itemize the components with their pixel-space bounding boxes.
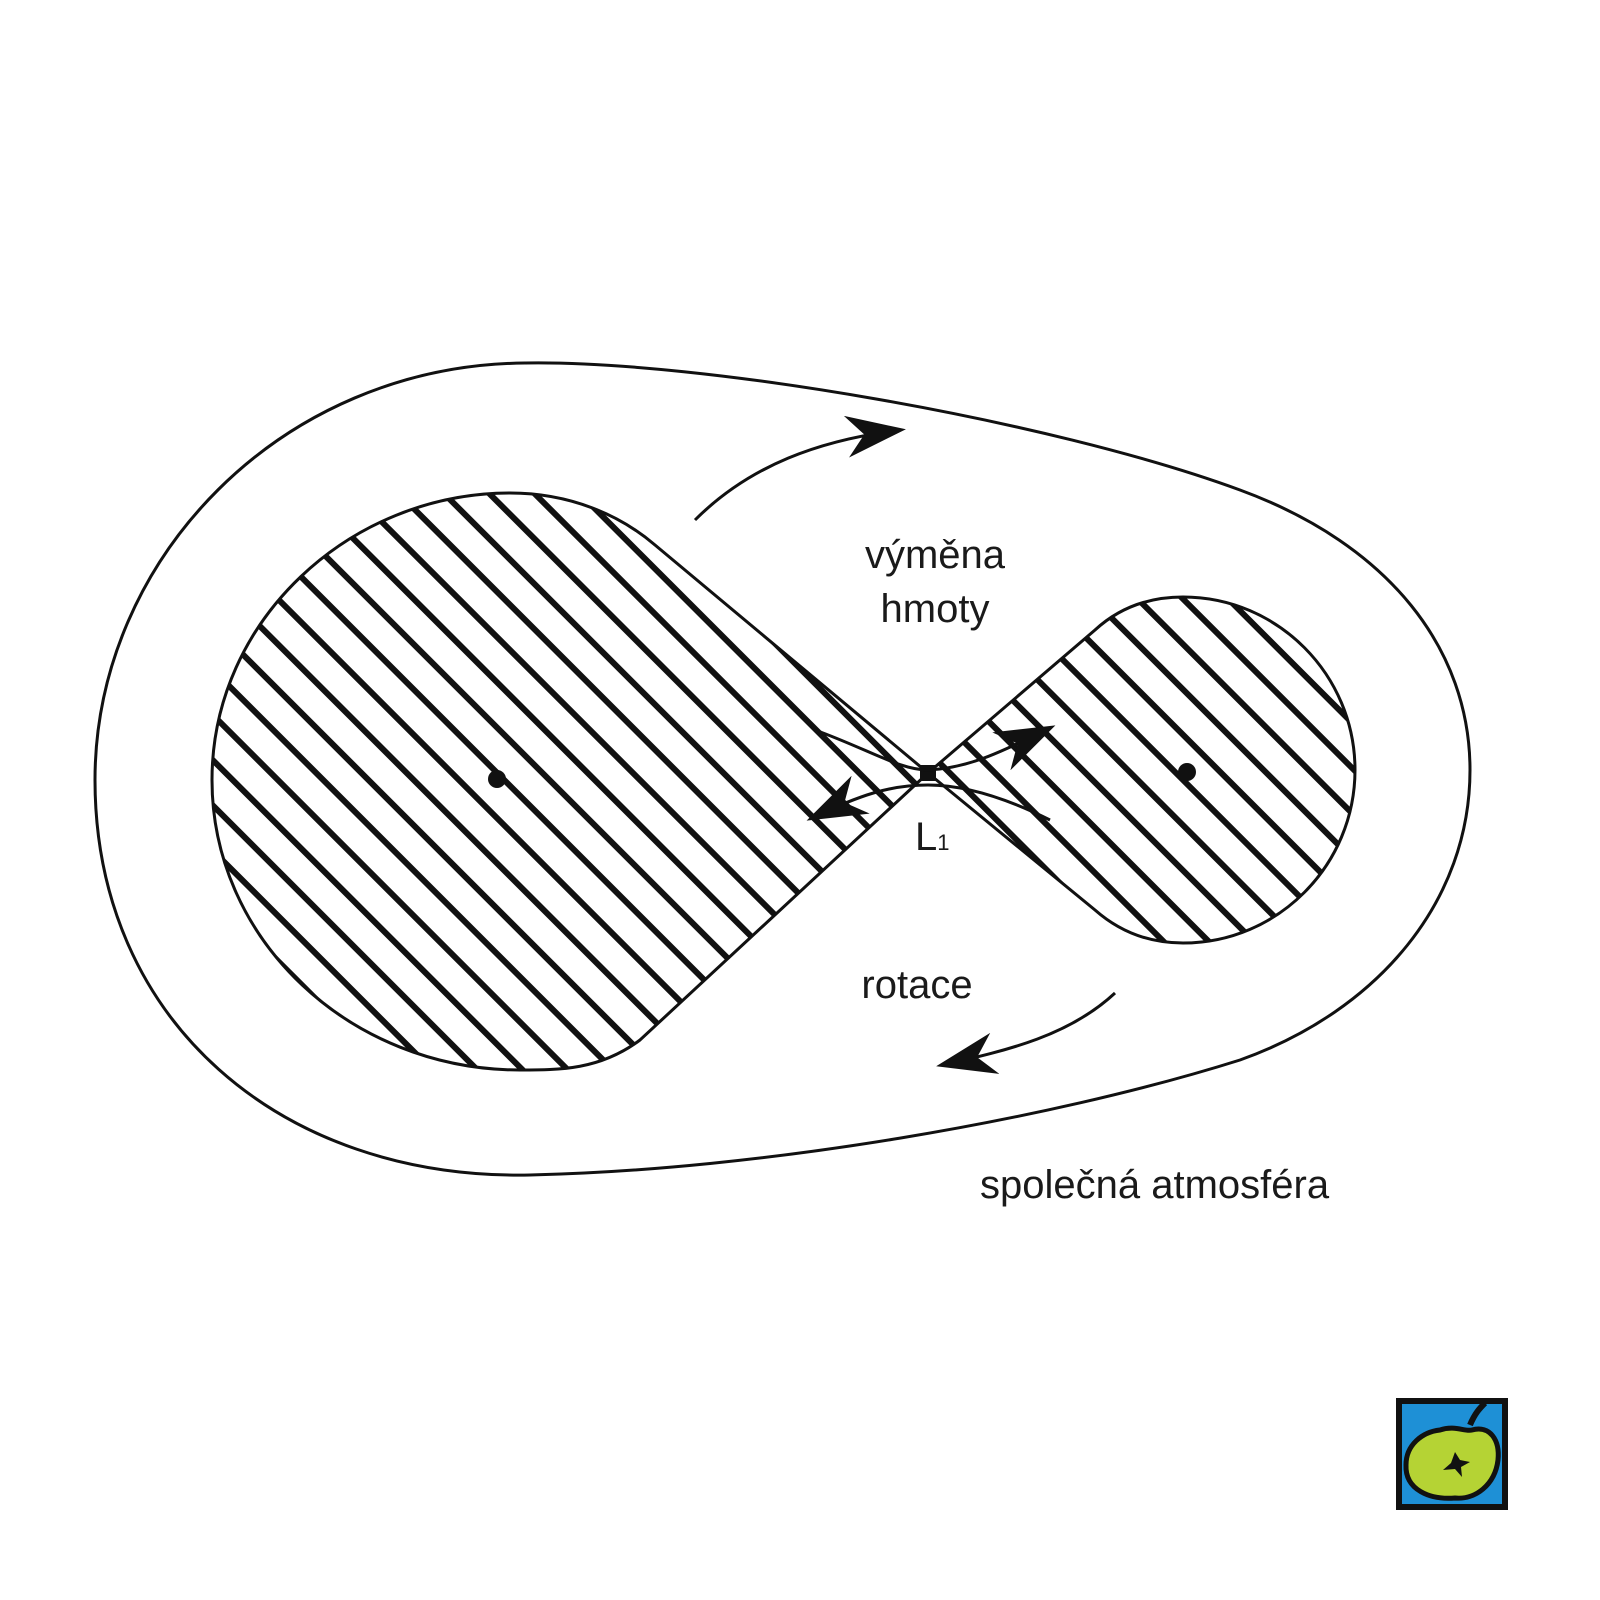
- lagrange-point-marker: [920, 765, 936, 781]
- rotation-label: rotace: [861, 963, 972, 1007]
- common-atmosphere-outline: [93, 361, 1472, 1177]
- primary-star-lobe: [210, 491, 931, 1072]
- primary-center-dot: [488, 770, 506, 788]
- rotation-arrow-top-icon: [693, 415, 906, 522]
- mass-exchange-label-line2: hmoty: [881, 587, 990, 631]
- common-atmosphere-label: společná atmosféra: [980, 1163, 1330, 1207]
- rotation-arrow-bottom-icon: [936, 991, 1117, 1074]
- secondary-center-dot: [1178, 763, 1196, 781]
- lagrange-point-label: L1: [915, 815, 950, 859]
- mass-flow-arrow-left-icon: [806, 775, 1051, 822]
- mass-exchange-label-line1: výměna: [865, 533, 1006, 577]
- mass-flow-arrow-right-icon: [814, 725, 1056, 772]
- apple-logo: [1396, 1398, 1508, 1510]
- secondary-star-lobe: [925, 595, 1357, 945]
